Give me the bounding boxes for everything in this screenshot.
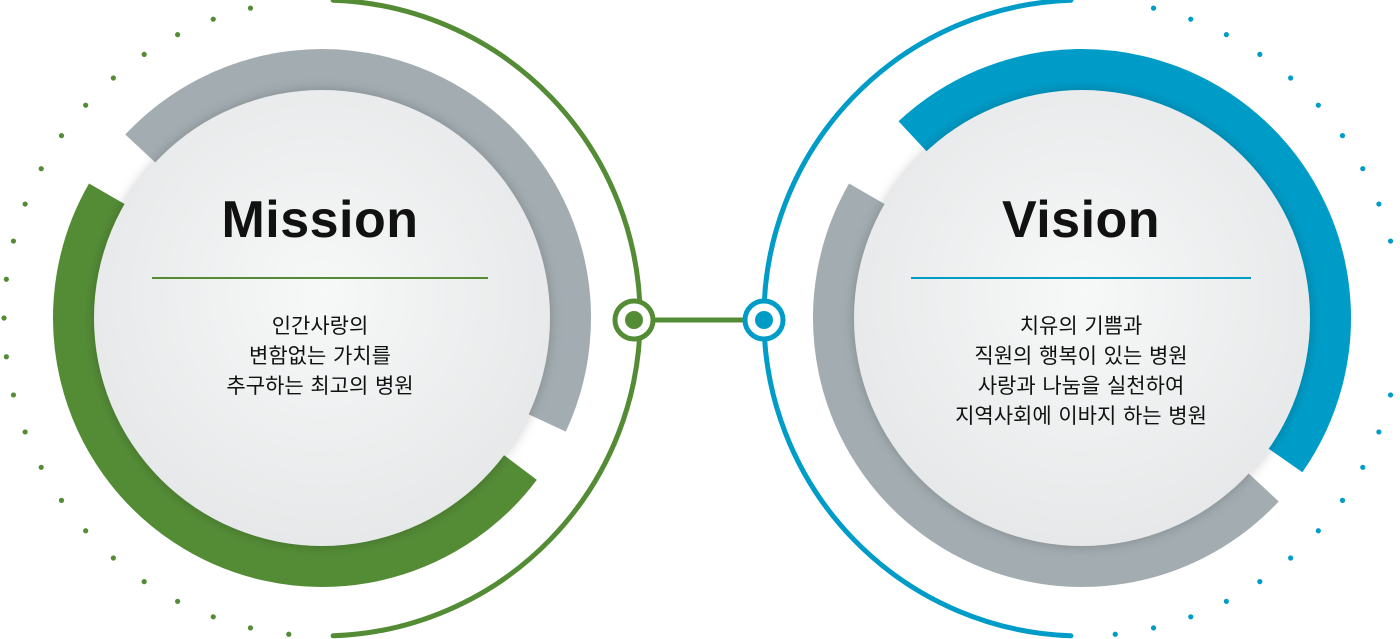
vision-divider — [911, 277, 1251, 279]
ring-dot — [247, 625, 254, 631]
vision-inner-circle — [854, 90, 1310, 546]
vision-blue-arc-segment — [898, 49, 1351, 473]
mission-panel: Mission 인간사랑의 변함없는 가치를 추구하는 최고의 병원 — [152, 190, 488, 401]
mission-connector-node — [612, 298, 656, 342]
ring-dot — [110, 555, 116, 561]
mission-inner-circle — [94, 90, 550, 546]
ring-dot — [58, 133, 65, 139]
ring-dot — [1188, 614, 1194, 620]
vision-title: Vision — [1001, 191, 1161, 249]
ring-dot — [83, 528, 89, 534]
ring-dot — [210, 16, 216, 22]
ring-dot — [1257, 579, 1263, 585]
ring-dot — [1360, 166, 1366, 172]
ring-dot — [1223, 598, 1229, 604]
ring-dot — [1376, 429, 1382, 435]
ring-dot — [38, 166, 44, 172]
vision-line: 사랑과 나눔을 실천하여 — [977, 374, 1185, 398]
mission-green-arc-segment — [53, 183, 537, 587]
mission-line: 추구하는 최고의 병원 — [226, 374, 414, 398]
mission-line: 변함없는 가치를 — [249, 344, 391, 368]
ring-dot — [141, 579, 147, 585]
ring-dot — [210, 614, 216, 620]
ring-dot — [10, 392, 17, 398]
ring-dot — [1112, 631, 1118, 637]
ring-dot — [1150, 625, 1157, 631]
ring-dot — [286, 631, 292, 637]
ring-dot — [1339, 497, 1346, 503]
ring-dot — [58, 497, 65, 503]
ring-dot — [1, 315, 7, 321]
ring-dot — [1315, 102, 1321, 108]
ring-dot — [1376, 201, 1382, 207]
ring-dot — [1339, 133, 1346, 139]
vision-gray-arc-segment — [813, 183, 1279, 587]
ring-dot — [141, 51, 147, 57]
vision-line: 지역사회에 이바지 하는 병원 — [955, 404, 1207, 428]
vision-statement: 치유의 기쁨과 직원의 행복이 있는 병원 사랑과 나눔을 실천하여 지역사회에… — [911, 311, 1251, 431]
ring-dot — [10, 238, 17, 244]
ring-dot — [247, 5, 254, 11]
ring-dot — [110, 75, 116, 81]
mission-statement: 인간사랑의 변함없는 가치를 추구하는 최고의 병원 — [152, 311, 488, 401]
ring-dot — [175, 32, 181, 38]
ring-dot — [3, 276, 9, 282]
ring-dot — [1387, 238, 1394, 244]
vision-line: 직원의 행복이 있는 병원 — [974, 344, 1188, 368]
vision-line: 치유의 기쁨과 — [1019, 314, 1143, 338]
ring-dot — [1223, 32, 1229, 38]
ring-dot — [1257, 51, 1263, 57]
ring-dot — [1387, 392, 1394, 398]
ring-dot — [1188, 16, 1194, 22]
mission-title: Mission — [221, 191, 419, 249]
mission-gray-arc-segment — [125, 49, 591, 432]
ring-dot — [1360, 464, 1366, 470]
ring-dot — [22, 429, 28, 435]
vision-connector-node — [742, 298, 786, 342]
vision-dotted-ring — [1112, 5, 1394, 637]
ring-dot — [38, 464, 44, 470]
mission-dotted-ring — [1, 5, 292, 637]
ring-dot — [83, 102, 89, 108]
ring-dot — [22, 201, 28, 207]
ring-dot — [3, 354, 9, 360]
ring-dot — [1288, 75, 1294, 81]
ring-dot — [1288, 555, 1294, 561]
ring-dot — [175, 598, 181, 604]
mission-divider — [152, 277, 488, 279]
ring-dot — [1315, 528, 1321, 534]
mission-line: 인간사랑의 — [271, 314, 369, 338]
vision-panel: Vision 치유의 기쁨과 직원의 행복이 있는 병원 사랑과 나눔을 실천하… — [911, 190, 1251, 431]
ring-dot — [1150, 5, 1157, 11]
